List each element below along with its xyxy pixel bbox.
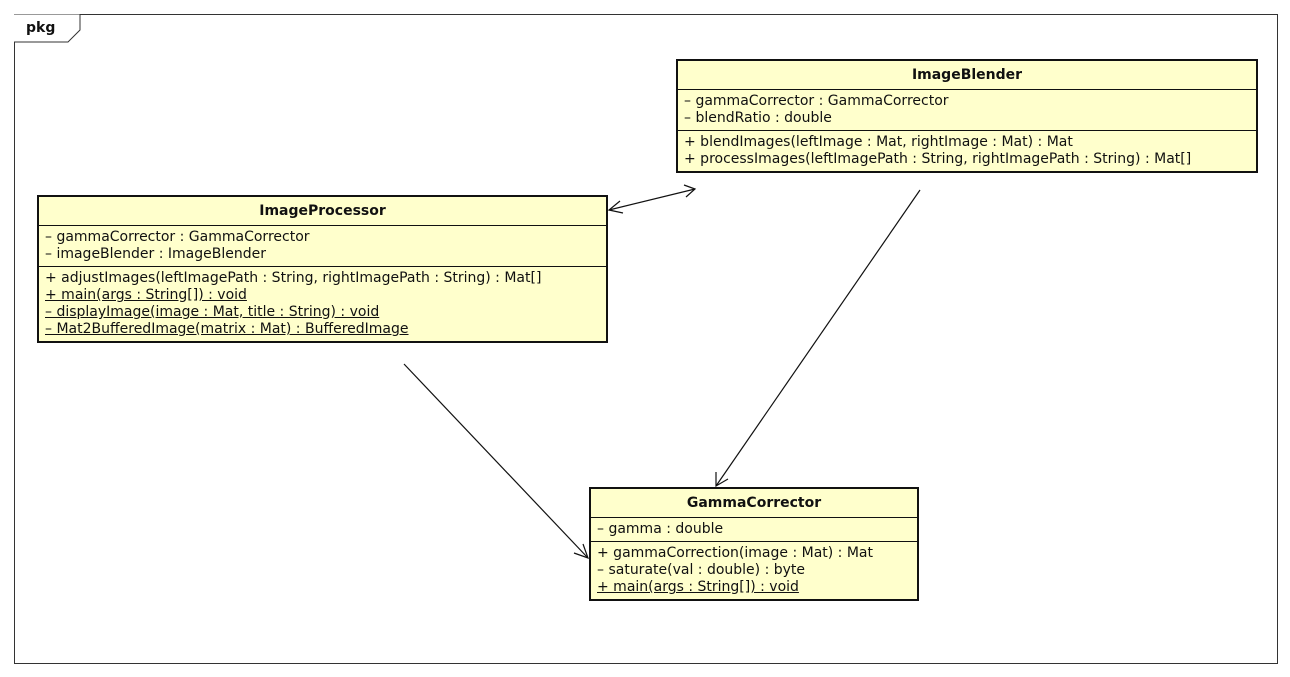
attribute-row: – blendRatio : double — [684, 110, 832, 126]
attributes-section: – gammaCorrector : GammaCorrector – imag… — [39, 226, 606, 266]
operation-row: + adjustImages(leftImagePath : String, r… — [45, 270, 542, 286]
operation-row: + blendImages(leftImage : Mat, rightImag… — [684, 134, 1073, 150]
class-image-processor[interactable]: ImageProcessor – gammaCorrector : GammaC… — [37, 195, 608, 343]
association-processor-blender[interactable] — [608, 188, 696, 211]
attribute-row: – gammaCorrector : GammaCorrector — [45, 229, 310, 245]
operation-row: + main(args : String[]) : void — [597, 579, 799, 595]
operations-section: + gammaCorrection(image : Mat) : Mat – s… — [591, 541, 917, 599]
association-blender-gamma[interactable] — [715, 189, 921, 487]
arrowhead-open — [715, 472, 729, 488]
class-gamma-corrector[interactable]: GammaCorrector – gamma : double + gammaC… — [589, 487, 919, 601]
operation-row: + processImages(leftImagePath : String, … — [684, 151, 1192, 167]
package-tab — [14, 14, 81, 43]
arrowhead-open — [683, 184, 697, 198]
attributes-section: – gamma : double — [591, 518, 917, 541]
operations-section: + adjustImages(leftImagePath : String, r… — [39, 266, 606, 341]
operations-section: + blendImages(leftImage : Mat, rightImag… — [678, 130, 1256, 171]
operation-row: – saturate(val : double) : byte — [597, 562, 806, 578]
arrowhead-open — [607, 200, 624, 214]
class-name: ImageProcessor — [39, 197, 606, 226]
arrowhead-open — [573, 543, 589, 559]
operation-row: – displayImage(image : Mat, title : Stri… — [45, 304, 380, 320]
attribute-row: – gamma : double — [597, 521, 724, 537]
association-processor-gamma[interactable] — [403, 363, 589, 559]
package-frame — [14, 14, 1278, 664]
operation-row: + gammaCorrection(image : Mat) : Mat — [597, 545, 873, 561]
class-name: ImageBlender — [678, 61, 1256, 90]
package-label: pkg — [26, 20, 56, 36]
operation-row: – Mat2BufferedImage(matrix : Mat) : Buff… — [45, 321, 409, 337]
attribute-row: – imageBlender : ImageBlender — [45, 246, 266, 262]
class-image-blender[interactable]: ImageBlender – gammaCorrector : GammaCor… — [676, 59, 1258, 173]
operation-row: + main(args : String[]) : void — [45, 287, 247, 303]
attributes-section: – gammaCorrector : GammaCorrector – blen… — [678, 90, 1256, 130]
attribute-row: – gammaCorrector : GammaCorrector — [684, 93, 949, 109]
class-name: GammaCorrector — [591, 489, 917, 518]
